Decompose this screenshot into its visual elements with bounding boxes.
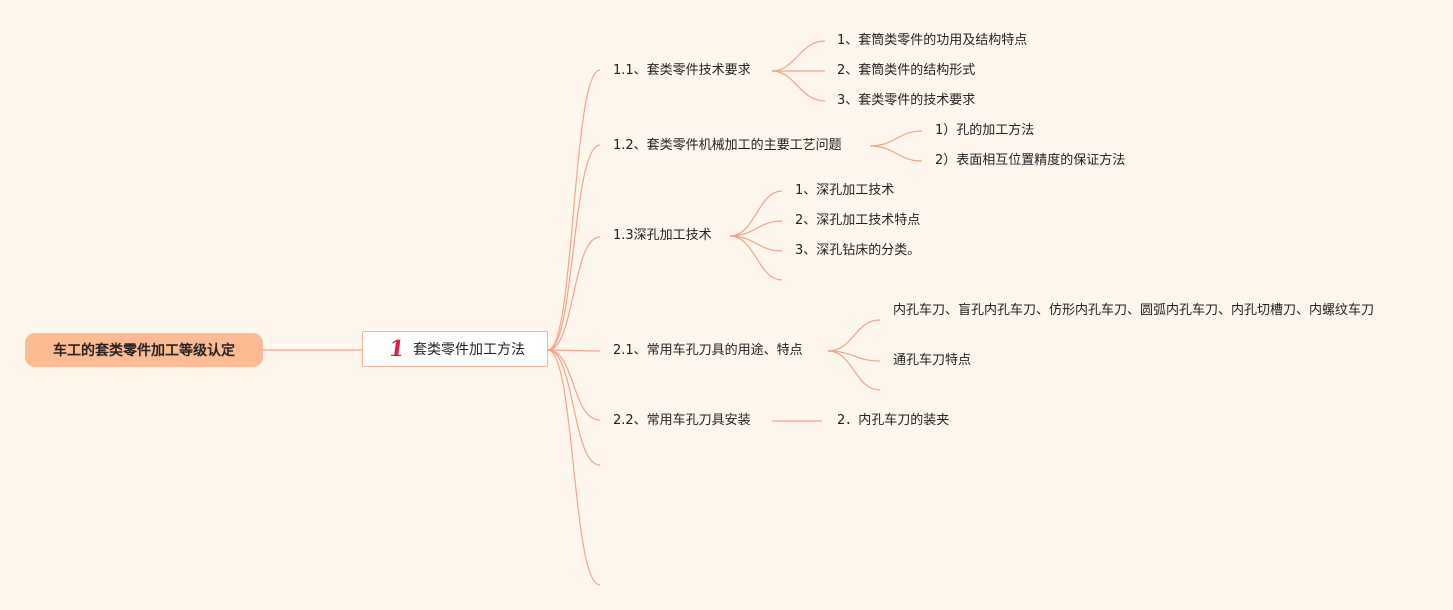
leaf-connector: [869, 145, 923, 162]
main-topic-label: 套类零件加工方法: [413, 342, 525, 358]
branch-connector: [547, 349, 601, 586]
leaf-connector: [771, 70, 826, 102]
leaf-topic-label: 3、套类零件的技术要求: [837, 93, 976, 108]
leaf-connector: [827, 350, 881, 391]
leaf-topic-label: 1）孔的加工方法: [935, 123, 1035, 138]
root-topic[interactable]: 车工的套类零件加工等级认定: [25, 333, 263, 367]
leaf-topic[interactable]: 通孔车刀特点: [893, 352, 971, 370]
leaf-topic[interactable]: 2、深孔加工技术特点: [795, 212, 920, 230]
branch-topic[interactable]: 1.1、套类零件技术要求: [613, 62, 751, 80]
leaf-topic-label: 1、深孔加工技术: [795, 183, 895, 198]
leaf-topic[interactable]: 内孔车刀、盲孔内孔车刀、仿形内孔车刀、圆弧内孔车刀、内孔切槽刀、内螺纹车刀: [893, 302, 1393, 320]
branch-connector: [547, 236, 601, 351]
leaf-topic[interactable]: 3、深孔钻床的分类。: [795, 242, 920, 260]
number-one-icon: 1: [387, 336, 407, 362]
root-topic-label: 车工的套类零件加工等级认定: [53, 343, 235, 359]
leaf-topic[interactable]: 2）表面相互位置精度的保证方法: [935, 152, 1125, 170]
leaf-connector: [771, 40, 826, 72]
leaf-topic[interactable]: 1、套筒类零件的功用及结构特点: [837, 32, 1027, 50]
leaf-topic-label: 3、深孔钻床的分类。: [795, 243, 921, 258]
leaf-topic-label: 1、套筒类零件的功用及结构特点: [837, 33, 1028, 48]
leaf-connector: [729, 235, 783, 281]
leaf-connector: [869, 130, 923, 147]
leaf-connector: [729, 190, 783, 237]
leaf-topic-label: 2）表面相互位置精度的保证方法: [935, 153, 1126, 168]
leaf-topic-label: 2．内孔车刀的装夹: [837, 413, 950, 428]
branch-topic-label: 1.3深孔加工技术: [613, 228, 712, 243]
main-topic[interactable]: 1 套类零件加工方法: [362, 331, 548, 367]
leaf-topic[interactable]: 1）孔的加工方法: [935, 122, 1034, 140]
branch-topic-label: 2.1、常用车孔刀具的用途、特点: [613, 343, 803, 358]
leaf-topic-label: 2、套筒类件的结构形式: [837, 63, 976, 78]
branch-topic[interactable]: 2.2、常用车孔刀具安装: [613, 412, 751, 430]
branch-topic[interactable]: 2.1、常用车孔刀具的用途、特点: [613, 342, 803, 360]
branch-topic-label: 2.2、常用车孔刀具安装: [613, 413, 751, 428]
branch-connector: [547, 349, 601, 421]
leaf-topic[interactable]: 1、深孔加工技术: [795, 182, 894, 200]
leaf-topic[interactable]: 3、套类零件的技术要求: [837, 92, 975, 110]
leaf-topic-label: 2、深孔加工技术特点: [795, 213, 921, 228]
branch-topic-label: 1.2、套类零件机械加工的主要工艺问题: [613, 138, 842, 153]
leaf-connector: [827, 319, 881, 352]
branch-connector: [547, 69, 601, 351]
branch-connector: [547, 349, 601, 466]
branch-connector: [547, 349, 601, 352]
leaf-topic[interactable]: 2、套筒类件的结构形式: [837, 62, 975, 80]
branch-topic-label: 1.1、套类零件技术要求: [613, 63, 751, 78]
leaf-topic[interactable]: 2．内孔车刀的装夹: [837, 412, 949, 430]
leaf-topic-label: 通孔车刀特点: [893, 353, 972, 368]
branch-topic[interactable]: 1.2、套类零件机械加工的主要工艺问题: [613, 137, 842, 155]
branch-topic[interactable]: 1.3深孔加工技术: [613, 227, 712, 245]
branch-connector: [547, 144, 601, 351]
leaf-connector: [729, 220, 783, 237]
leaf-topic-label: 内孔车刀、盲孔内孔车刀、仿形内孔车刀、圆弧内孔车刀、内孔切槽刀、内螺纹车刀: [893, 303, 1375, 318]
